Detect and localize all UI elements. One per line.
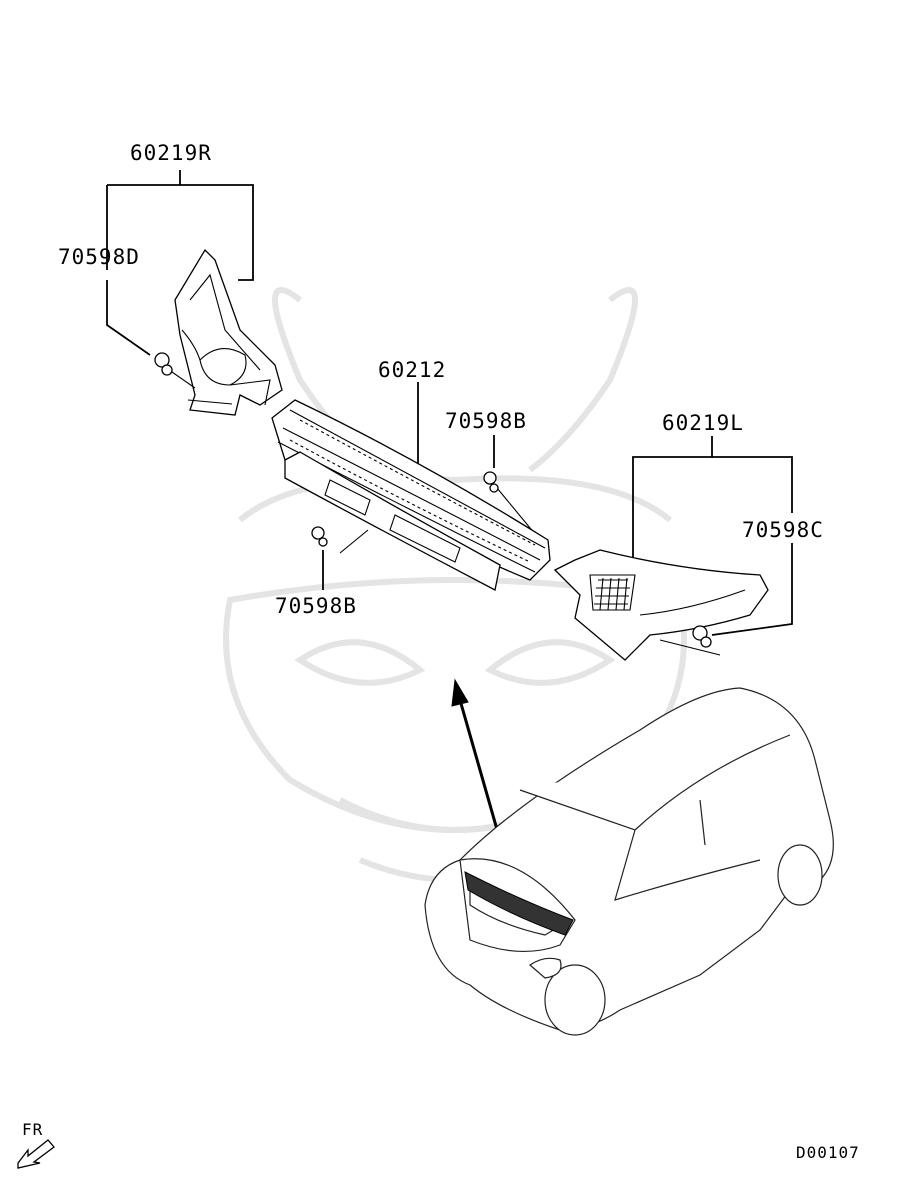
vehicle-illustration <box>424 687 834 1036</box>
label-60219R: 60219R <box>130 141 212 165</box>
clip-70598B-upper <box>483 471 499 493</box>
clip-70598B-lower <box>311 526 328 547</box>
clip-70598D <box>154 352 196 389</box>
label-70598C: 70598C <box>742 518 824 542</box>
cowl-side-panel-left <box>553 549 769 661</box>
front-direction-indicator: FR <box>17 1120 55 1169</box>
diagram-code: D00107 <box>796 1143 860 1162</box>
front-arrow-icon <box>17 1139 55 1169</box>
label-70598B-upper: 70598B <box>445 409 527 433</box>
label-70598B-lower: 70598B <box>275 594 357 618</box>
cowl-side-panel-right <box>174 248 283 416</box>
clip-70598C <box>692 625 712 648</box>
label-60219L: 60219L <box>662 411 744 435</box>
label-60212: 60212 <box>378 358 446 382</box>
front-direction-label: FR <box>22 1120 43 1139</box>
cowl-top-panel-center <box>271 399 551 591</box>
label-70598D: 70598D <box>58 245 140 269</box>
